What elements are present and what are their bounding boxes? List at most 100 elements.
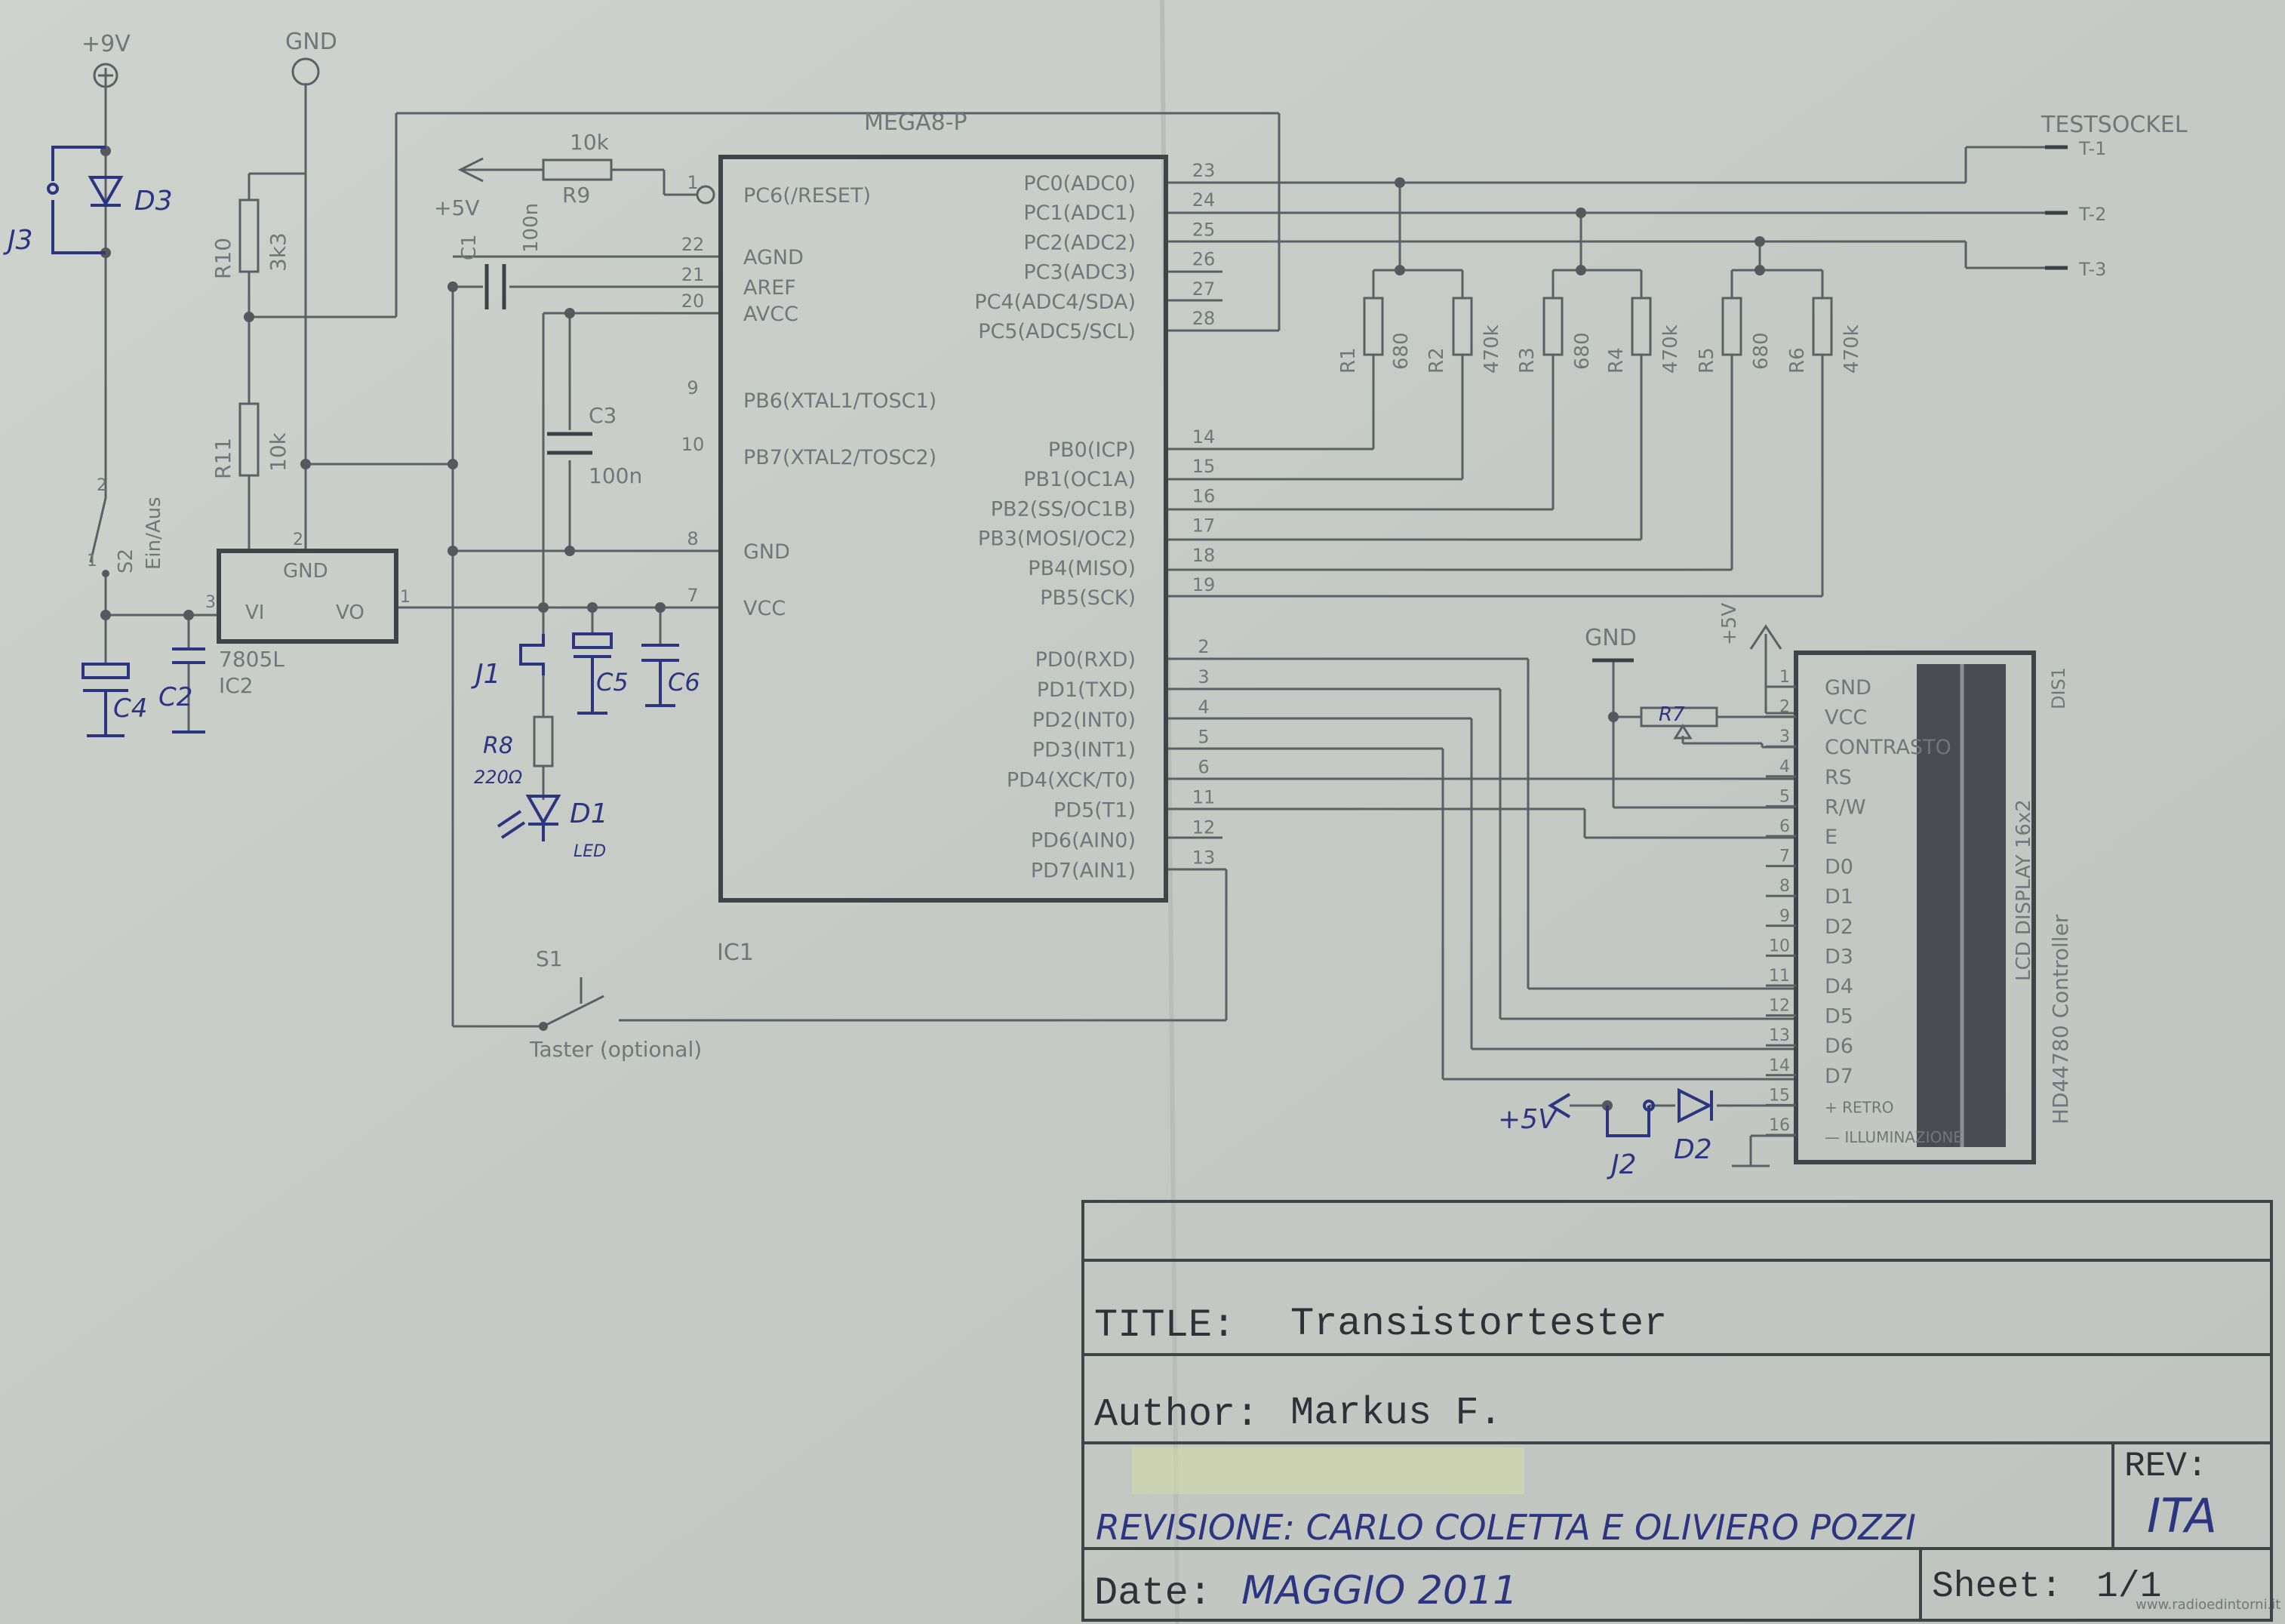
r4-ref: R4 [1605, 347, 1628, 374]
mcu-pin-num-14: 14 [1192, 426, 1216, 448]
mcu-pin-name-7: VCC [743, 597, 786, 620]
mcu-pin-num-13: 13 [1192, 847, 1216, 868]
r7-ref: R7 [1659, 703, 1685, 726]
mcu-pin-name-22: AGND [743, 246, 804, 269]
s2-pin2: 2 [97, 476, 107, 495]
diodes-jumpers: D3 J3 D1 LED J1 D2 J2 [3, 146, 1713, 1180]
lcd-pin-num-13: 13 [1769, 1026, 1790, 1045]
r6-ref: R6 [1786, 347, 1809, 374]
mcu-pin-name-9: PB6(XTAL1/TOSC1) [743, 389, 936, 413]
mcu-pin-num-1: 1 [687, 172, 698, 193]
lcd-pin-name-14: D7 [1825, 1065, 1853, 1088]
regulator-name: 7805L [219, 647, 284, 672]
mcu-right-pins: PC0(ADC0)23PC1(ADC1)24PC2(ADC2)25PC3(ADC… [974, 160, 1215, 882]
lcd-pin-name-7: D0 [1825, 856, 1853, 879]
regulator-pin-vi: 3 [205, 593, 216, 612]
junctions [100, 146, 1765, 1111]
mcu-pin-name-15: PB1(OC1A) [1023, 468, 1136, 491]
regulator-vo-pin: VO [336, 601, 364, 624]
lcd-pin-name-5: R/W [1825, 795, 1866, 819]
mcu-pin-num-27: 27 [1192, 278, 1216, 300]
mcu-pin-name-8: GND [743, 540, 790, 564]
r8-ref: R8 [483, 733, 513, 759]
r5-value: 680 [1750, 332, 1773, 370]
regulator-pin-vo: 1 [400, 588, 411, 607]
s2-ref: S2 [115, 549, 137, 574]
mcu-pin-num-17: 17 [1192, 515, 1216, 537]
d2-ref: D2 [1674, 1134, 1712, 1165]
mcu-pin-num-25: 25 [1192, 219, 1216, 240]
switches: 2 1 S2 Ein/Aus S1 Taster (optional) [87, 476, 702, 1062]
plus9v-label: +9V [81, 31, 131, 57]
date-label: Date: [1094, 1571, 1212, 1616]
c3-ref: C3 [589, 403, 617, 428]
mcu-left-pins: PC6(/RESET)1AGND22AREF21AVCC20PB6(XTAL1/… [681, 172, 936, 620]
resistors: R10 3k3 R11 10k 10k R9 R8 220Ω R7 [211, 130, 1718, 788]
lcd-pin-num-16: 16 [1769, 1116, 1790, 1135]
r8-value: 220Ω [474, 767, 523, 788]
mcu-pin-name-5: PD3(INT1) [1032, 739, 1136, 762]
s2-label: Ein/Aus [143, 497, 165, 570]
mcu-pin-num-7: 7 [687, 585, 698, 606]
title-value: Transistortester [1290, 1302, 1667, 1346]
r2-ref: R2 [1425, 347, 1448, 374]
s1-ref: S1 [536, 946, 563, 971]
mcu-pin-num-3: 3 [1198, 666, 1209, 687]
lcd-pin-name-8: D1 [1825, 885, 1853, 909]
mcu-pin-num-18: 18 [1192, 545, 1216, 566]
title-block: TITLE: Transistortester Author: Markus F… [1081, 1200, 2273, 1622]
j2-ref: J2 [1607, 1149, 1637, 1180]
mcu-pin-name-12: PD6(AIN0) [1031, 829, 1136, 852]
highlighter-mark [1132, 1447, 1524, 1494]
mcu-pin-name-1: PC6(/RESET) [743, 184, 871, 208]
c1-ref: C1 [458, 234, 481, 260]
lcd-display-label: LCD DISPLAY 16x2 [2013, 799, 2035, 981]
author-label: Author: [1094, 1392, 1259, 1437]
r9-value: 10k [570, 130, 610, 155]
lcd-pin-name-4: RS [1825, 766, 1852, 789]
mcu-name: MEGA8-P [864, 109, 967, 136]
mcu-pin-name-6: PD4(XCK/T0) [1007, 769, 1136, 792]
lcd-ref: DIS1 [2048, 667, 2069, 709]
r3-value: 680 [1571, 332, 1594, 370]
test-socket: TESTSOCKEL T-1 T-2 T-3 [2041, 112, 2188, 280]
date-value: MAGGIO 2011 [1241, 1568, 1518, 1613]
mcu-ic1: MEGA8-P IC1 PC6(/RESET)1AGND22AREF21AVCC… [681, 109, 1216, 966]
lcd-pin-num-10: 10 [1769, 937, 1790, 955]
lcd-pin-name-9: D2 [1825, 915, 1853, 939]
testsocket-pin-2: T-2 [2078, 204, 2106, 225]
testsocket-pin-1: T-1 [2078, 138, 2106, 159]
capacitors: C1 100n C3 100n C2 C4 C5 C6 [81, 203, 700, 737]
j1-ref: J1 [471, 659, 501, 690]
backlight-5v-label: +5V [1498, 1104, 1558, 1135]
mcu-ref: IC1 [717, 940, 754, 966]
lcd-pin-num-4: 4 [1779, 758, 1790, 777]
lcd-pin-num-6: 6 [1779, 817, 1790, 836]
rev-label: REV: [2124, 1447, 2207, 1486]
mcu-pin-num-8: 8 [687, 528, 698, 549]
author-value: Markus F. [1290, 1391, 1502, 1435]
title-label: TITLE: [1094, 1303, 1235, 1348]
lcd-pin-name-2: VCC [1825, 706, 1867, 730]
mcu-pin-num-12: 12 [1192, 817, 1216, 838]
lcd-pin-num-7: 7 [1779, 847, 1790, 866]
mcu-pin-num-2: 2 [1198, 636, 1209, 657]
mcu-pin-num-16: 16 [1192, 485, 1216, 506]
mcu-pin-name-27: PC4(ADC4/SDA) [974, 291, 1136, 314]
r2-value: 470k [1481, 324, 1503, 374]
testsocket-pin-3: T-3 [2078, 259, 2106, 280]
d3-ref: D3 [134, 186, 173, 217]
s1-label: Taster (optional) [529, 1037, 702, 1062]
mcu-pin-name-21: AREF [743, 276, 796, 300]
mcu-pin-num-24: 24 [1192, 189, 1216, 211]
mcu-pin-num-19: 19 [1192, 574, 1216, 595]
regulator-ref: IC2 [219, 673, 254, 698]
c2-ref: C2 [158, 682, 192, 712]
mcu-pin-name-23: PC0(ADC0) [1023, 172, 1136, 195]
mcu-pin-num-22: 22 [681, 234, 705, 255]
mcu-pin-num-28: 28 [1192, 308, 1216, 329]
mcu-pin-num-23: 23 [1192, 160, 1216, 181]
lcd-pin-name-13: D6 [1825, 1035, 1853, 1058]
